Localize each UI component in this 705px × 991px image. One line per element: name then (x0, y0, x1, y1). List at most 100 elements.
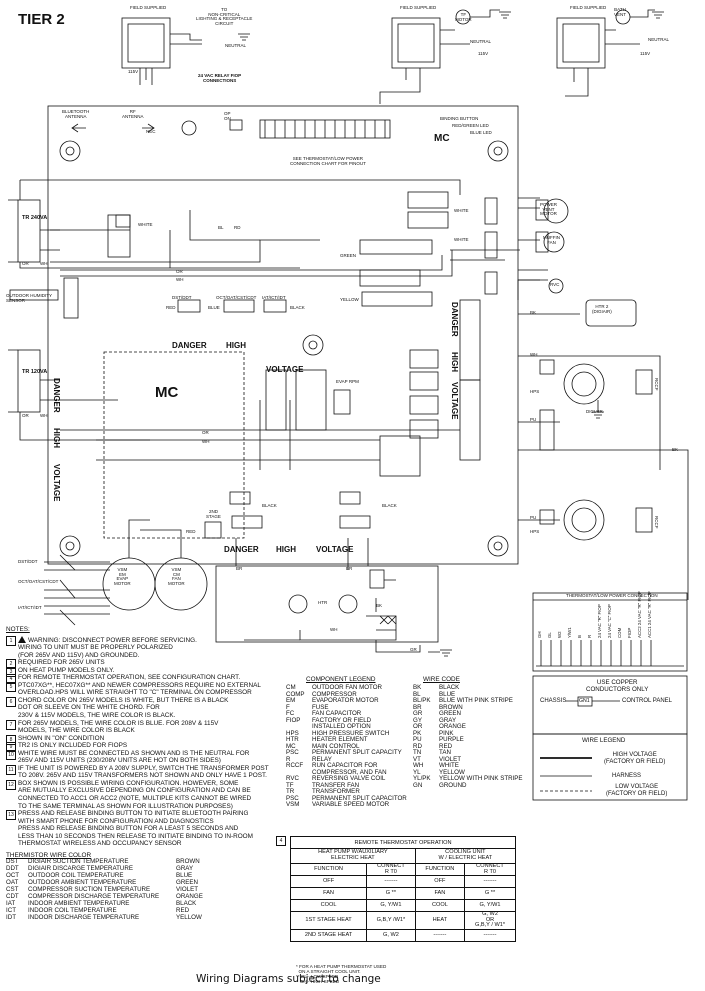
wire-code-abbr: PU (413, 736, 422, 743)
neutral-label-2: NEUTRAL (470, 39, 492, 44)
note-number: 3 (6, 666, 16, 677)
danger-label-a: DANGER (172, 341, 207, 350)
note-text: REQUIRED FOR 265V UNITS (18, 659, 105, 667)
wire-code-color: YELLOW (439, 768, 465, 776)
thermistor-code: IAT (6, 900, 16, 908)
component-desc: HIGH PRESSURE SWITCH (312, 729, 390, 737)
notes-heading: NOTES: (6, 626, 30, 633)
thermistor-code: DDT (6, 865, 19, 873)
note-text: PTC07XG**, HEC07XG** AND NEWER COMPRESSO… (18, 681, 261, 697)
rt-cell: COOL (414, 899, 466, 913)
evap-rpm-label: EVAP RPM (336, 379, 359, 384)
fiop-supply-label-2: FIELD SUPPLIED (400, 5, 437, 10)
note-number: 10 (6, 749, 16, 760)
2nd-stage-label: 2ND STAGE (206, 509, 221, 519)
power-vent-label: POWER VENT MOTOR (540, 202, 558, 216)
component-desc: TRANSFORMER (312, 788, 360, 795)
rt-cell: G ** (464, 887, 516, 901)
see-thermostat-label: SEE THERMOSTAT/LOW POWER CONNECTION CHAR… (290, 156, 366, 166)
note-number: 5 (6, 681, 16, 692)
br-label-a: BR (236, 566, 243, 571)
thermostat-power-title: THERMOSTAT/LOW POWER CONNECTION (566, 593, 658, 598)
thermistor-color: YELLOW (176, 913, 202, 921)
thermistor-desc: DIGIAIR DISCARGE TEMPERATURE (28, 865, 133, 873)
green-label: GREEN (340, 253, 357, 258)
wire-code-color: RED (439, 742, 453, 750)
control-panel-label: CONTROL PANEL (622, 698, 673, 704)
rt-subheader: FUNCTION (414, 862, 466, 877)
note-text: IF THE UNIT IS POWERED BY A 208V SUPPLY,… (18, 764, 269, 780)
high-label-d: HIGH (450, 352, 459, 372)
oct-oat-leads-label: OCT/OAT/CST/CDT (18, 579, 59, 584)
or-label-c: OR (22, 413, 29, 418)
component-desc: RELAY (312, 755, 332, 763)
rf-antenna-label: RF ANTENNA (122, 109, 144, 119)
wire-code-color: BLUE (439, 690, 456, 698)
rt-cell: G, W2 (366, 928, 416, 942)
dst-ddt-label: DST/DDT (172, 295, 192, 300)
v115-label-3: 115V (640, 51, 651, 56)
digiair-label: DIGIAIR (586, 409, 603, 414)
op-on-label: OP ON (224, 111, 231, 121)
thermistor-code: OAT (6, 879, 19, 887)
vsm-em-label: VSM EM EVAP MOTOR (114, 567, 131, 586)
rt-cell: OFF (289, 875, 368, 889)
thermostat-pin-label: GL (547, 632, 552, 638)
component-code: HTR (286, 736, 299, 743)
thermistor-desc: OUTDOOR AMBIENT TEMPERATURE (28, 879, 137, 887)
thermistor-desc: OUTDOOR COIL TEMPERATURE (28, 872, 124, 880)
thermistor-color: RED (176, 906, 190, 914)
wire-code-color: TAN (439, 749, 451, 756)
pu-label-b: PU (530, 515, 537, 520)
thermostat-pin-label: W2 (557, 631, 562, 638)
wh-label-b: WH (40, 261, 48, 266)
tf-motor-label: TF MOTOR (455, 12, 472, 22)
thermistor-color: BLUE (176, 872, 193, 880)
wire-code-abbr: BK (413, 684, 422, 691)
wire-code-color: BLACK (439, 684, 460, 691)
gn1-label: GN1 (579, 698, 590, 704)
thermistor-desc: INDOOR DISCHARGE TEMPERATURE (28, 913, 140, 921)
note-text: SHOWN IN "ON" CONDITION (18, 734, 105, 742)
rt-footnotes: * FOR A HEAT PUMP THERMOSTAT USED ON A S… (296, 964, 387, 985)
rt-cell: ------- (464, 928, 516, 942)
thermistor-code: DST (6, 858, 19, 866)
component-desc: PERMANENT SPLIT CAPACITOR (312, 794, 407, 802)
rt-cell: FAN (289, 887, 368, 901)
neutral-label-1: NEUTRAL (225, 43, 247, 48)
main-control-board (47, 105, 519, 565)
danger-label-b: DANGER (224, 545, 259, 554)
wire-code-abbr: YL/PK (413, 775, 431, 782)
bluetooth-antenna-label: BLUETOOTH ANTENNA (62, 109, 90, 119)
wire-legend-title: WIRE LEGEND (582, 737, 626, 744)
wire-code-abbr: WH (413, 762, 424, 769)
note-number: 4 (6, 674, 16, 685)
thermostat-pin-label: Y/W1 (567, 627, 572, 638)
rt-cell: G, W2 OR G,B,Y / W1* (464, 911, 516, 930)
white-label-b: WHITE (454, 208, 469, 213)
